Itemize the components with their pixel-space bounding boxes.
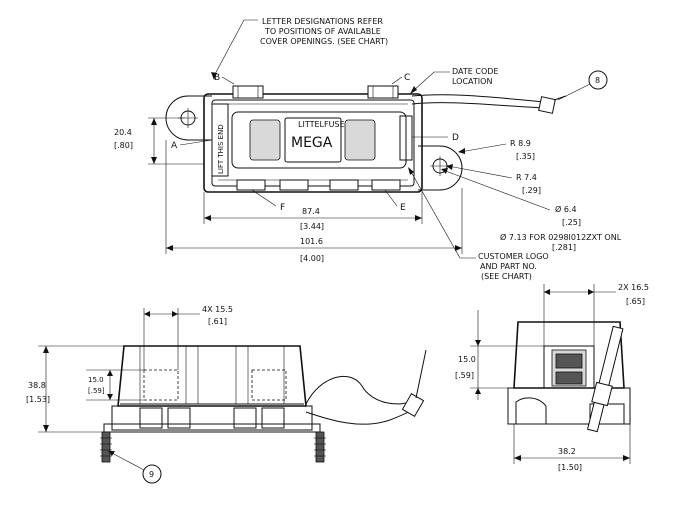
top-view [165, 85, 567, 193]
alt-dia-note-in: [.281] [552, 243, 576, 252]
letter-d: D [452, 133, 459, 143]
customer-note-2: AND PART NO. [480, 262, 537, 271]
dim-r-7-4-in: [.29] [522, 186, 541, 195]
balloon-9-label: 9 [149, 470, 154, 479]
dim-20-4-in: [.80] [114, 141, 133, 150]
dim-87-4-in: [3.44] [300, 222, 324, 231]
letter-b: B [214, 73, 220, 83]
dim-2x-16-5: 2X 16.5 [618, 283, 649, 292]
front-view [100, 345, 427, 463]
dim-15-0-right: 15.0 [458, 355, 476, 364]
letter-c: C [404, 73, 410, 83]
balloon-8 [588, 70, 608, 90]
letters-note-1: LETTER DESIGNATIONS REFER [262, 17, 383, 26]
balloon-8-label: 8 [595, 76, 600, 85]
letters-note-2: TO POSITIONS OF AVAILABLE [264, 27, 381, 36]
dim-101-6: 101.6 [300, 237, 323, 246]
dim-4x-15-5-in: [.61] [208, 317, 227, 326]
dim-15-0-left-in: [.59] [88, 387, 105, 395]
date-code-note-2: LOCATION [452, 77, 492, 86]
dim-dia-6-4: Ø 6.4 [555, 204, 577, 214]
dim-87-4: 87.4 [302, 207, 320, 216]
lift-label: LIFT THIS END [217, 124, 225, 174]
alt-dia-note: Ø 7.13 FOR 0298I012ZXT ONL [500, 232, 622, 242]
letter-f: F [280, 203, 285, 213]
mega-label: MEGA [291, 135, 333, 151]
dim-38-8: 38.8 [28, 381, 46, 390]
customer-note-1: CUSTOMER LOGO [478, 252, 549, 261]
dim-101-6-in: [4.00] [300, 254, 324, 263]
letter-a: A [171, 141, 178, 151]
customer-note-3: (SEE CHART) [481, 272, 532, 281]
dim-2x-16-5-in: [.65] [626, 297, 645, 306]
dim-dia-6-4-in: [.25] [562, 218, 581, 227]
dim-38-8-in: [1.53] [26, 395, 50, 404]
dim-15-0-left: 15.0 [88, 376, 104, 384]
dim-4x-15-5: 4X 15.5 [202, 305, 233, 314]
letter-e: E [400, 203, 406, 213]
date-code-note-1: DATE CODE [452, 67, 498, 76]
letters-note-3: COVER OPENINGS. (SEE CHART) [260, 37, 388, 46]
dim-r-7-4: R 7.4 [516, 173, 537, 182]
brand-label: LITTELFUSE [298, 120, 345, 129]
dim-38-2: 38.2 [558, 447, 576, 456]
dim-38-2-in: [1.50] [558, 463, 582, 472]
dim-r-8-9-in: [.35] [516, 152, 535, 161]
dim-r-8-9: R 8.9 [510, 139, 531, 148]
dim-15-0-right-in: [.59] [455, 371, 474, 380]
dim-20-4: 20.4 [114, 128, 132, 137]
balloon-9 [142, 464, 162, 484]
side-view [507, 321, 631, 433]
